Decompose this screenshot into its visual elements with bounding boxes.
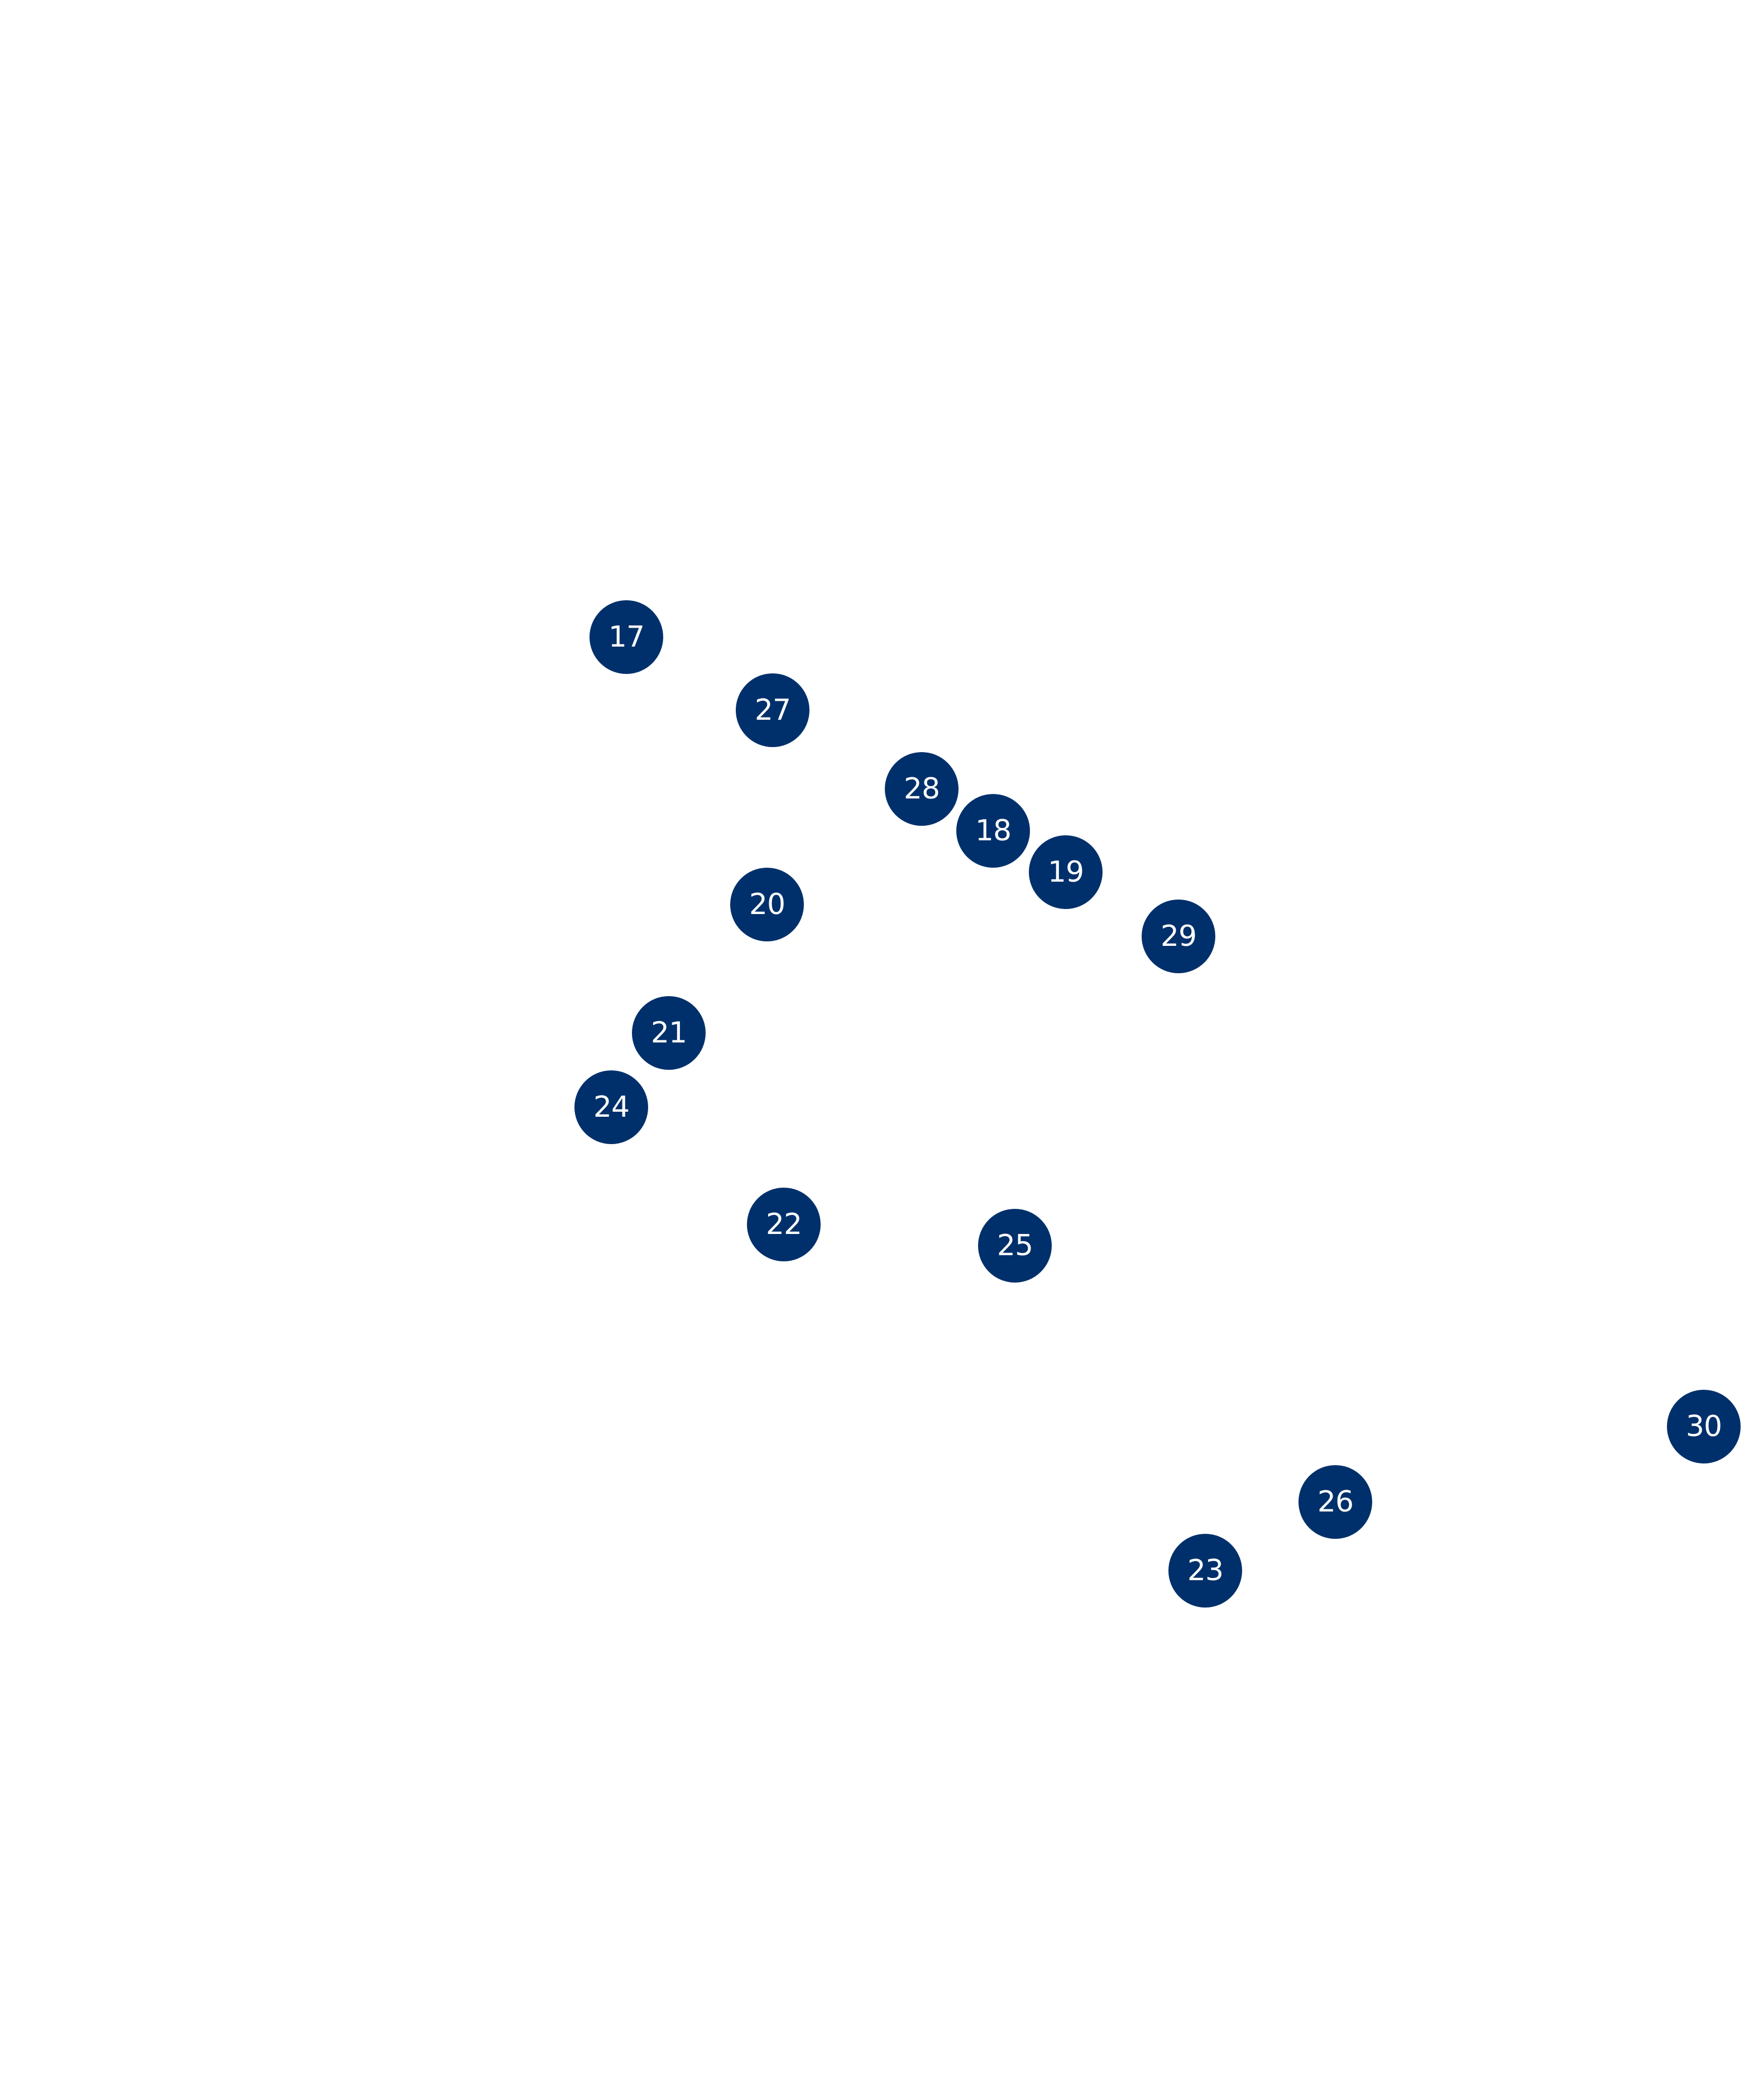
marker-label: 27 bbox=[754, 693, 791, 727]
marker-28[interactable]: 28 bbox=[885, 752, 959, 826]
marker-23[interactable]: 23 bbox=[1168, 1534, 1242, 1608]
marker-17[interactable]: 17 bbox=[590, 600, 663, 674]
marker-29[interactable]: 29 bbox=[1142, 900, 1215, 973]
marker-22[interactable]: 22 bbox=[747, 1188, 821, 1261]
marker-label: 26 bbox=[1317, 1485, 1354, 1519]
marker-19[interactable]: 19 bbox=[1029, 835, 1103, 909]
marker-label: 17 bbox=[608, 620, 645, 654]
marker-label: 24 bbox=[593, 1090, 630, 1124]
marker-20[interactable]: 20 bbox=[730, 868, 804, 941]
marker-label: 25 bbox=[996, 1229, 1033, 1262]
marker-label: 29 bbox=[1160, 920, 1197, 953]
marker-24[interactable]: 24 bbox=[574, 1070, 648, 1144]
marker-27[interactable]: 27 bbox=[736, 673, 809, 747]
marker-26[interactable]: 26 bbox=[1298, 1465, 1372, 1539]
marker-label: 20 bbox=[749, 888, 785, 921]
marker-label: 30 bbox=[1685, 1410, 1722, 1443]
marker-18[interactable]: 18 bbox=[956, 794, 1030, 868]
marker-label: 21 bbox=[650, 1016, 687, 1050]
marker-label: 18 bbox=[975, 814, 1012, 848]
marker-label: 19 bbox=[1047, 855, 1084, 889]
marker-25[interactable]: 25 bbox=[978, 1209, 1052, 1283]
marker-30[interactable]: 30 bbox=[1667, 1390, 1741, 1463]
marker-label: 23 bbox=[1187, 1554, 1224, 1587]
marker-21[interactable]: 21 bbox=[632, 996, 706, 1070]
marker-label: 28 bbox=[903, 772, 940, 806]
marker-label: 22 bbox=[765, 1208, 802, 1241]
